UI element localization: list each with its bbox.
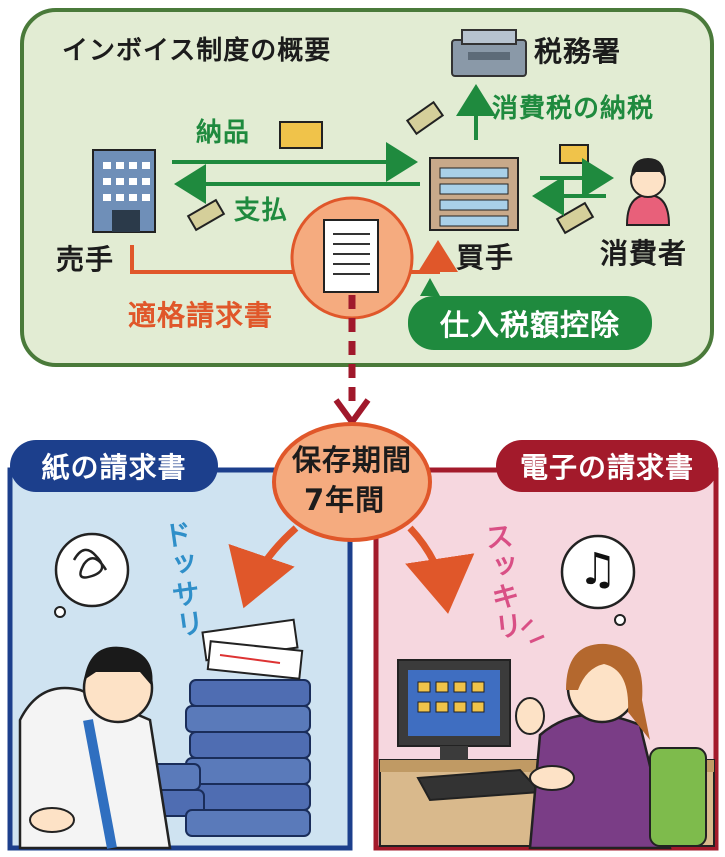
input-tax-credit-pill: 仕入税額控除 xyxy=(408,296,652,350)
book-stack xyxy=(125,679,311,837)
overview-title: インボイス制度の概要 xyxy=(62,36,332,66)
storage-period-line2: 7年間 xyxy=(304,483,386,517)
invoice-document-icon xyxy=(323,219,379,293)
overview-panel xyxy=(20,8,714,367)
flow-arrows xyxy=(172,84,614,216)
payment-label: 支払 xyxy=(234,196,289,226)
consumer-label: 消費者 xyxy=(600,237,688,270)
buyer-label: 買手 xyxy=(456,241,515,274)
delivery-label: 納品 xyxy=(196,118,251,148)
music-note-icon: ♫ xyxy=(578,544,618,595)
tax-credit-pointer xyxy=(420,278,440,296)
arrow-to-electronic xyxy=(405,525,475,614)
tax-office-label: 税務署 xyxy=(534,35,622,68)
paper-documents-pile xyxy=(201,618,304,680)
happy-woman-figure xyxy=(515,643,672,850)
sparkle-lines xyxy=(520,618,545,644)
consumer-icon xyxy=(625,158,671,226)
invoice-flow-line xyxy=(130,240,458,274)
storage-arrowhead xyxy=(333,398,371,425)
tired-man-figure xyxy=(18,646,172,850)
storage-period-line1: 保存期間 xyxy=(292,443,413,477)
storage-period-circle xyxy=(272,422,432,542)
stress-thought-bubble xyxy=(54,532,130,618)
green-chair xyxy=(649,747,707,847)
buyer-building-icon xyxy=(429,157,519,231)
paper-invoice-badge: 紙の請求書 xyxy=(10,440,218,492)
electronic-invoice-badge: 電子の請求書 xyxy=(496,440,718,492)
seller-building-icon xyxy=(92,149,156,233)
seller-label: 売手 xyxy=(56,243,115,276)
music-thought-bubble xyxy=(560,534,636,626)
money-icon xyxy=(186,100,595,235)
tax-office-icon xyxy=(451,29,527,77)
consumption-tax-label: 消費税の納税 xyxy=(492,94,655,124)
computer-monitor-icon xyxy=(397,659,511,760)
consumer-box-icon xyxy=(559,144,589,164)
delivery-box-icon xyxy=(279,121,323,149)
qualified-invoice-label: 適格請求書 xyxy=(128,299,274,332)
arrow-to-paper xyxy=(228,525,299,609)
